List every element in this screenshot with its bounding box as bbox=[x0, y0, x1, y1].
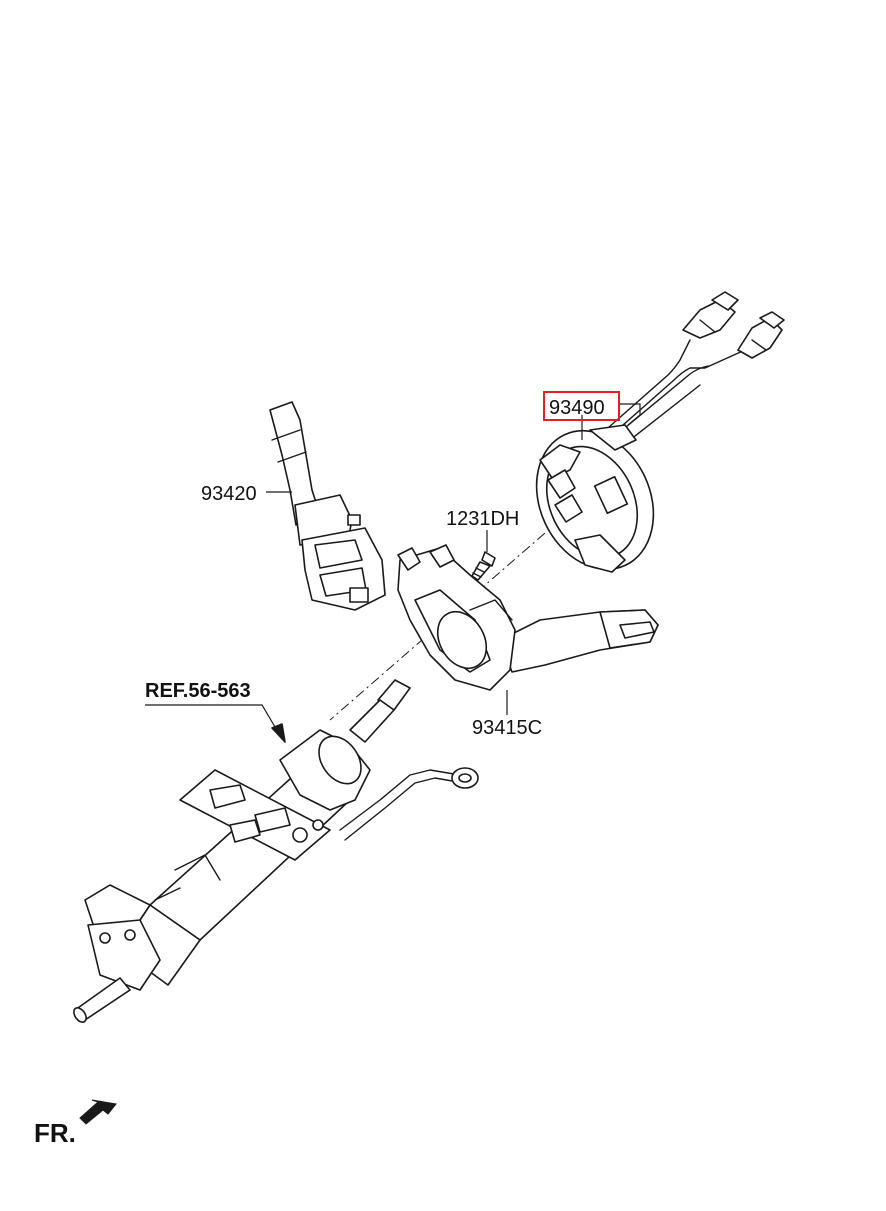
clock-spring-part[interactable] bbox=[515, 291, 785, 588]
clock-spring-connector-1 bbox=[682, 291, 739, 339]
front-direction-label: FR. bbox=[34, 1118, 76, 1148]
callout-label-93415C[interactable]: 93415C bbox=[472, 717, 542, 739]
clock-spring-connector-2 bbox=[737, 311, 785, 359]
multifunction-switch-part[interactable] bbox=[397, 544, 659, 691]
callout-label-ref-56-563[interactable]: REF.56-563 bbox=[145, 680, 251, 702]
leader-lines bbox=[145, 403, 641, 743]
callout-label-1231DH[interactable]: 1231DH bbox=[446, 508, 519, 530]
highlight-box bbox=[543, 391, 620, 421]
callout-clock-spring[interactable]: 93490 bbox=[543, 391, 620, 421]
wiper-switch-part[interactable] bbox=[269, 401, 386, 611]
callout-label-93490: 93490 bbox=[549, 397, 605, 419]
front-arrow-icon bbox=[79, 1099, 117, 1125]
front-direction-indicator: FR. bbox=[34, 1099, 117, 1148]
steering-column-part[interactable] bbox=[71, 679, 479, 1024]
callout-label-93420[interactable]: 93420 bbox=[201, 483, 257, 505]
screw-part[interactable] bbox=[471, 551, 496, 581]
